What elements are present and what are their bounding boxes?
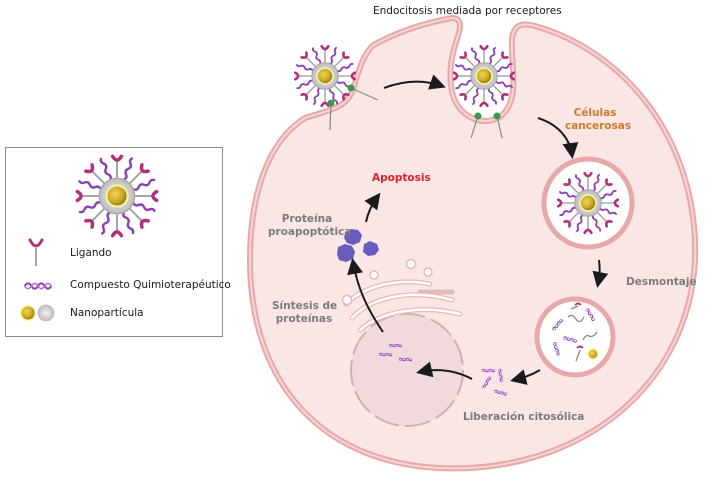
- label-apoptosis: Apoptosis: [372, 172, 431, 184]
- nanoparticle-endocytosis: [452, 44, 516, 108]
- label-protein-synthesis-line1: Síntesis de: [272, 300, 338, 312]
- drug-helix-icon: [23, 282, 53, 290]
- legend-label-drug: Compuesto Quimioterapéutico: [70, 279, 231, 291]
- process-arrows: [347, 74, 609, 385]
- nucleus: [350, 313, 464, 427]
- legend-label-ligand: Ligando: [70, 247, 112, 259]
- label-protein-synthesis-line2: proteínas: [275, 313, 333, 325]
- receptors: [329, 87, 503, 139]
- label-proapoptotic-line2: proapoptótica: [268, 226, 352, 238]
- label-cytosolic-release: Liberación citosólica: [463, 411, 585, 423]
- proapoptotic-proteins: [337, 229, 379, 262]
- label-cancer-cells: Células cancerosas: [565, 107, 632, 133]
- disassembly-vesicle: [534, 296, 616, 378]
- label-cancer-cells-line2: cancerosas: [565, 120, 632, 132]
- label-proapoptotic-line1: Proteína: [281, 213, 333, 225]
- label-protein-synthesis: Síntesis de proteínas: [272, 300, 338, 326]
- nanoparticle-icon: [20, 304, 55, 322]
- legend-label-nanoparticle: Nanopartícula: [70, 307, 144, 319]
- label-proapoptotic-protein: Proteína proapoptótica: [268, 213, 352, 239]
- legend-nanoparticle-complex-icon: [75, 154, 159, 238]
- diagram-title: Endocitosis mediada por receptores: [373, 5, 562, 17]
- label-disassembly: Desmontaje: [626, 276, 697, 288]
- ligand-icon: [28, 238, 44, 266]
- label-cancer-cells-line1: Células: [573, 107, 617, 119]
- legend: Ligando Compuesto Quimioterapéutico Nano…: [5, 147, 231, 337]
- legend-graphics: [20, 154, 159, 322]
